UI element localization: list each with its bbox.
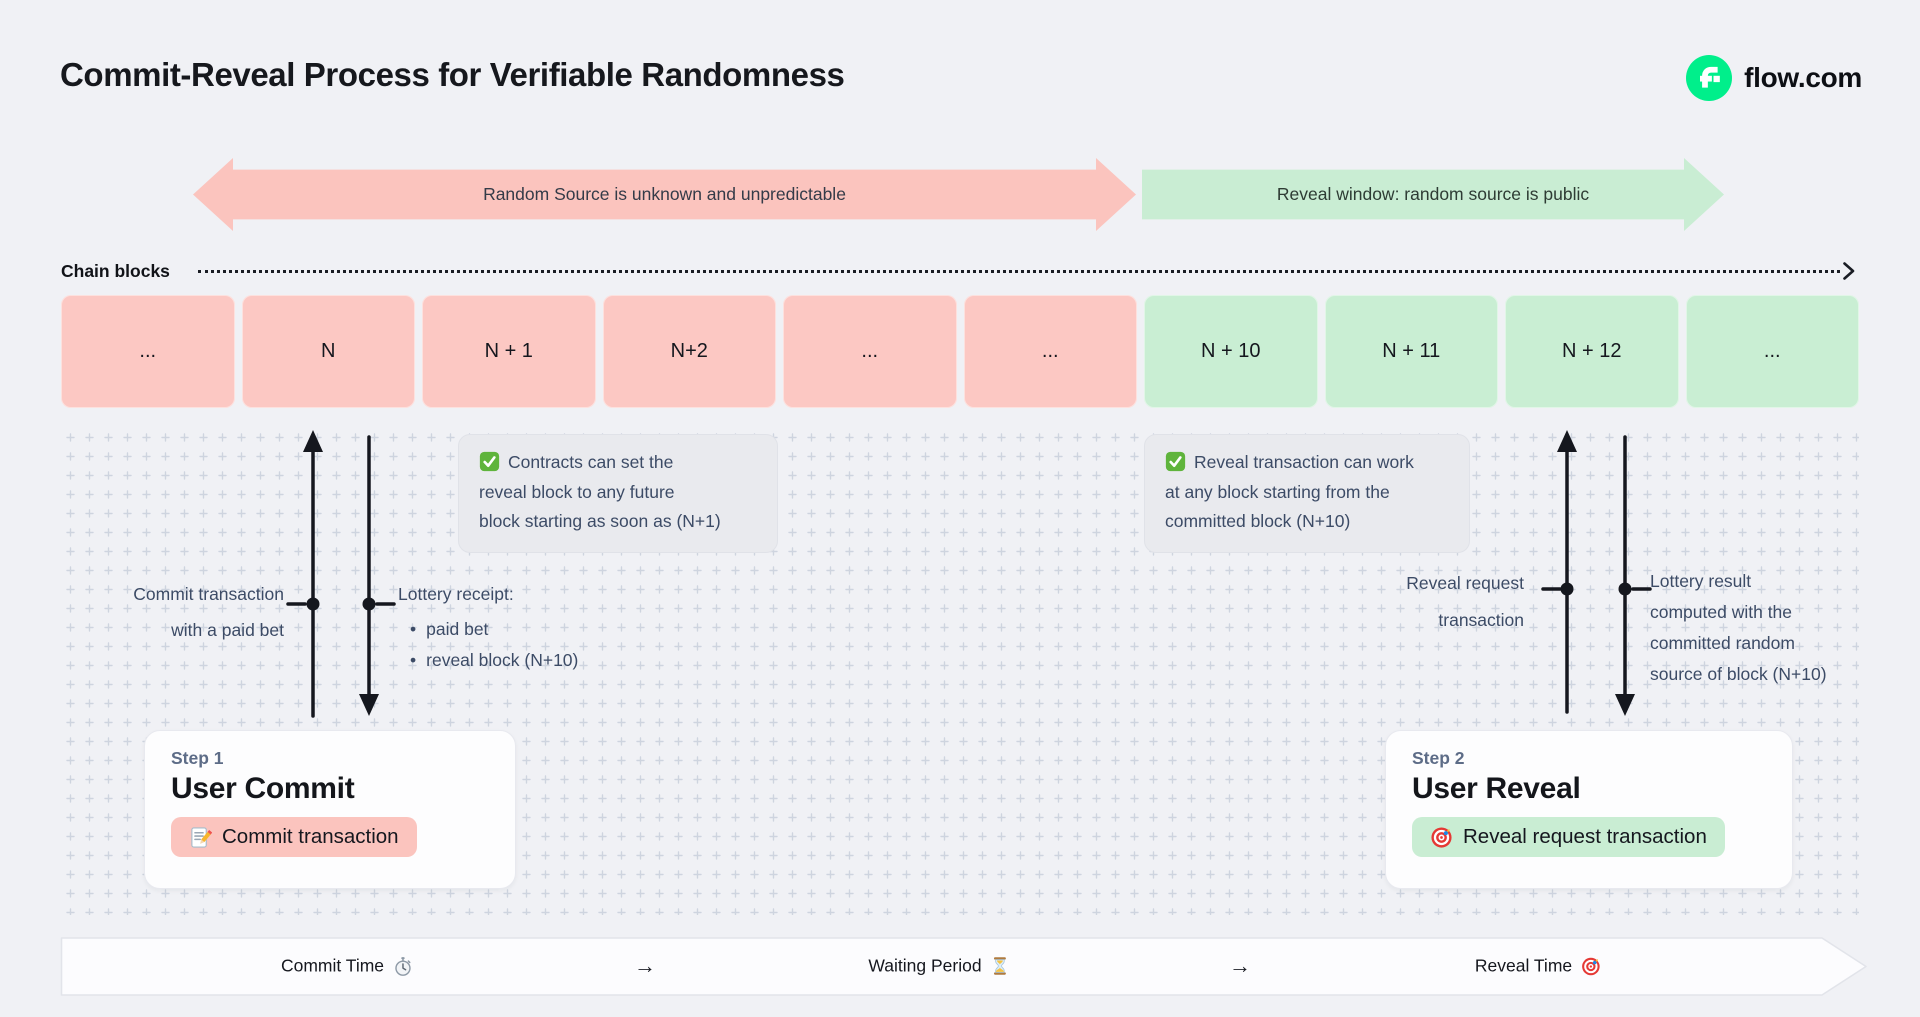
step-2-title: User Reveal: [1412, 772, 1581, 805]
step-1-card: Step 1 User Commit Commit transaction: [144, 730, 516, 889]
chain-timeline-dotted-line: [198, 270, 1840, 273]
target-icon: [1581, 956, 1601, 976]
memo-icon: [189, 826, 212, 849]
chain-block-9: ...: [1685, 295, 1859, 408]
target-icon: [1430, 826, 1453, 849]
chain-blocks-row: ... N N + 1 N+2 ... ... N + 10 N + 11 N …: [61, 295, 1859, 408]
brand-name: flow.com: [1744, 62, 1862, 93]
commit-transaction-pill-label: Commit transaction: [222, 825, 399, 848]
chain-block-5: ...: [963, 295, 1137, 408]
timeline-arrow-2: →: [1229, 953, 1251, 978]
reveal-request-pill[interactable]: Reveal request transaction: [1412, 817, 1725, 857]
receipt-bullet-1: paid bet: [398, 614, 578, 645]
chain-block-8: N + 12: [1505, 295, 1679, 408]
banner-reveal-window: Reveal window: random source is public: [1142, 158, 1724, 231]
chain-block-4: ...: [783, 295, 957, 408]
label-commit-transaction: Commit transaction with a paid bet: [133, 584, 284, 640]
timeline-reveal-time: Reveal Time: [1475, 956, 1601, 977]
check-icon: [1165, 451, 1186, 472]
chain-block-2: N + 1: [422, 295, 596, 408]
chain-blocks-label: Chain blocks: [61, 261, 170, 281]
chain-arrow-icon: [1843, 262, 1855, 280]
flow-logo-icon: [1686, 55, 1733, 101]
label-lottery-receipt: Lottery receipt: paid bet reveal block (…: [398, 576, 578, 676]
hourglass-icon: [991, 957, 1010, 976]
step-1-title: User Commit: [171, 772, 355, 805]
stopwatch-icon: [393, 956, 413, 976]
timeline-waiting-period: Waiting Period: [868, 956, 1009, 977]
label-reveal-request: Reveal request transaction: [1406, 573, 1524, 630]
chain-block-0: ...: [61, 295, 235, 408]
page-title: Commit-Reveal Process for Verifiable Ran…: [60, 56, 845, 93]
check-icon: [479, 451, 500, 472]
note-reveal-window: Reveal transaction can work at any block…: [1144, 434, 1470, 553]
step-2-card: Step 2 User Reveal Reveal request transa…: [1385, 730, 1793, 889]
note-commit-window: Contracts can set the reveal block to an…: [458, 434, 778, 553]
phase-timeline-bar: [60, 936, 1872, 998]
step-1-eyebrow: Step 1: [171, 748, 224, 768]
flow-brand[interactable]: flow.com: [1686, 55, 1862, 101]
label-lottery-result: Lottery result computed with the committ…: [1650, 571, 1827, 684]
timeline-arrow-1: →: [634, 953, 656, 978]
receipt-bullet-2: reveal block (N+10): [398, 645, 578, 676]
step-2-eyebrow: Step 2: [1412, 748, 1465, 768]
commit-transaction-pill[interactable]: Commit transaction: [171, 817, 417, 857]
banner-random-unknown: Random Source is unknown and unpredictab…: [193, 158, 1136, 231]
chain-block-7: N + 11: [1324, 295, 1498, 408]
reveal-request-pill-label: Reveal request transaction: [1463, 825, 1707, 848]
chain-block-1: N: [241, 295, 415, 408]
chain-block-6: N + 10: [1144, 295, 1318, 408]
chain-block-3: N+2: [602, 295, 776, 408]
timeline-commit-time: Commit Time: [281, 956, 413, 977]
